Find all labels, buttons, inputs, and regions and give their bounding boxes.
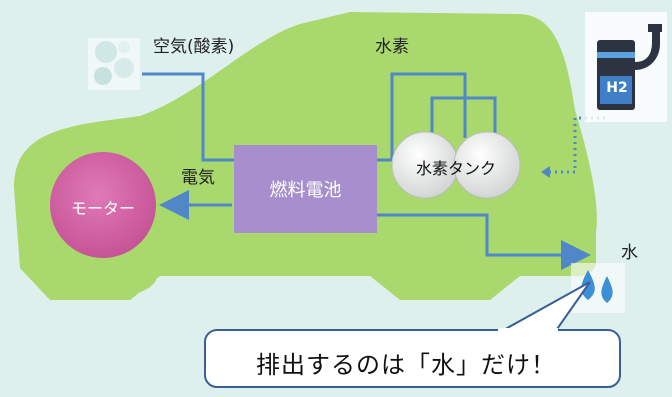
- water-pipe: [377, 213, 591, 270]
- water-label: 水: [621, 243, 638, 263]
- hydrogen-supply-line: [548, 116, 605, 174]
- callout: [204, 281, 621, 388]
- air-pipe: [142, 72, 234, 162]
- electricity-label: 電気: [181, 168, 215, 188]
- front-wheel-arch: [53, 254, 157, 298]
- h2-sign-label: H2: [606, 80, 628, 96]
- hydrogen-label: 水素: [375, 37, 409, 57]
- hydrogen-station-icon: [585, 12, 667, 122]
- air-bubbles-icon: [88, 38, 140, 90]
- fuel-cell-box: [234, 145, 377, 233]
- motor-label: モーター: [70, 199, 135, 218]
- pipes: [142, 72, 591, 270]
- callout-text: 排出するのは「水」だけ！: [256, 351, 556, 379]
- hydrogen-pipe-outer: [377, 72, 467, 162]
- air-label: 空気(酸素): [153, 37, 235, 57]
- hydrogen-tank-label: 水素タンク: [415, 159, 496, 178]
- fuel-cell-label: 燃料電池: [269, 180, 342, 201]
- supply-arrowhead: [541, 166, 550, 178]
- hydrogen-pipe-inner: [430, 96, 497, 138]
- motor-circle: [50, 152, 156, 258]
- rear-wheel-arch: [390, 252, 500, 300]
- tank-right: [453, 131, 521, 199]
